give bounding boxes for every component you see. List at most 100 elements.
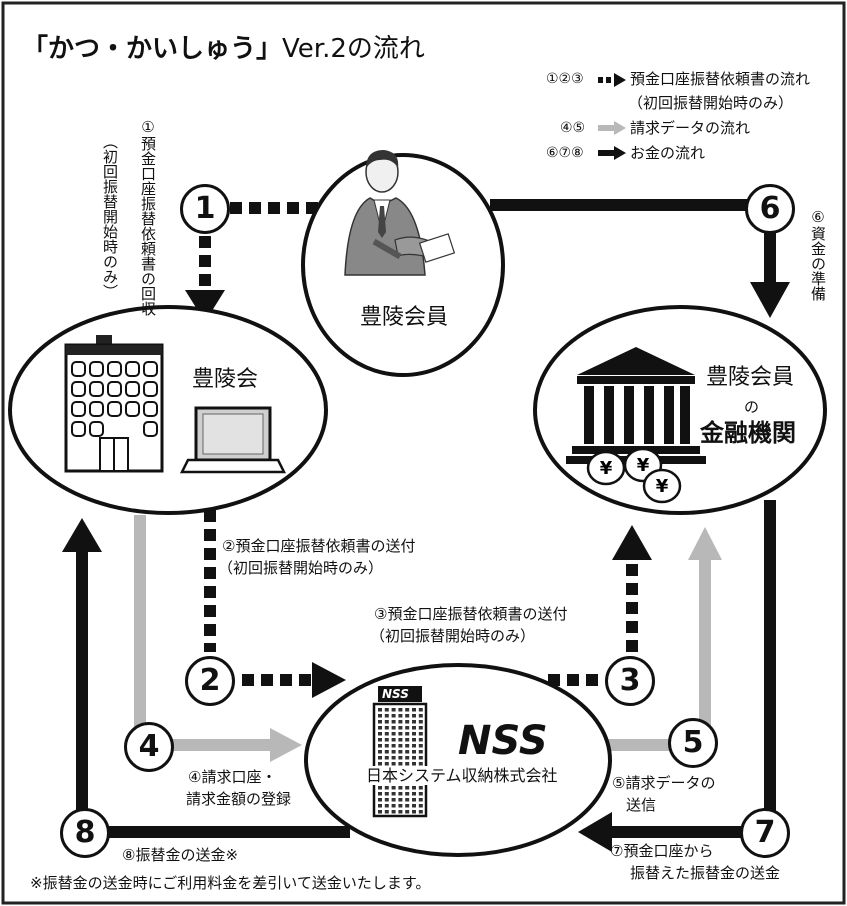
tower-window (391, 738, 396, 742)
tower-window (378, 786, 382, 790)
tower-window (418, 804, 423, 808)
legend-text-3: お金の流れ (630, 144, 706, 162)
tower-window (398, 750, 403, 754)
step-3-badge: 3 (605, 656, 655, 706)
tower-window (391, 762, 396, 766)
step-2-badge: 2 (185, 656, 235, 706)
businessman-icon (344, 150, 456, 276)
legend-sub-1: （初回振替開始時のみ） (628, 94, 794, 112)
tower-window (391, 708, 396, 712)
tower-window (378, 756, 382, 760)
tower-window (412, 786, 416, 790)
tower-window (412, 714, 416, 718)
tower-window (391, 798, 396, 802)
building-door (99, 437, 129, 472)
tower-window (391, 744, 396, 748)
svg-text:¥: ¥ (600, 458, 613, 479)
tower-window (378, 798, 382, 802)
tower-window (418, 708, 423, 712)
building-window (71, 361, 86, 377)
money-bags-icon: ¥ ¥ ¥ (586, 447, 682, 504)
legend-nums-1: ①②③ (546, 71, 584, 87)
tower-window (398, 714, 403, 718)
tower-window (412, 762, 416, 766)
tower-window (412, 810, 416, 814)
tower-window (384, 756, 389, 760)
svg-text:¥: ¥ (637, 455, 650, 476)
tower-window (412, 720, 416, 724)
tower-window (412, 804, 416, 808)
title-version: Ver.2の流れ (282, 34, 425, 64)
tower-window (378, 804, 382, 808)
legend-arrows (598, 73, 626, 160)
tower-window (378, 750, 382, 754)
tower-window (391, 720, 396, 724)
building-window (107, 361, 122, 377)
tower-window (405, 786, 410, 790)
form-flow (185, 202, 652, 698)
tower-window (398, 720, 403, 724)
tower-window (384, 726, 389, 730)
tower-window (418, 810, 423, 814)
tower-window (405, 714, 410, 718)
legend-nums-3: ⑥⑦⑧ (546, 145, 584, 161)
tower-window (412, 744, 416, 748)
title-main: 「かつ・かいしゅう」 (22, 34, 283, 64)
tower-window (405, 792, 410, 796)
tower-window (405, 732, 410, 736)
tower-window (384, 744, 389, 748)
tower-window (418, 714, 423, 718)
tower-window (378, 810, 382, 814)
tower-window (384, 720, 389, 724)
tower-window (398, 792, 403, 796)
tower-window (418, 756, 423, 760)
tower-window (405, 708, 410, 712)
tower-window (391, 804, 396, 808)
tower-window (405, 720, 410, 724)
association-ellipse (8, 305, 328, 515)
building-window (125, 361, 140, 377)
building-window (125, 381, 140, 397)
tower-window (418, 732, 423, 736)
tower-window (391, 732, 396, 736)
tower-window (391, 750, 396, 754)
step-7-badge: 7 (740, 808, 790, 858)
legend-text-1: 預金口座振替依頼書の流れ (630, 70, 811, 88)
building-window (89, 401, 104, 417)
tower-window (412, 738, 416, 742)
building-window (71, 421, 86, 437)
tower-window (391, 786, 396, 790)
step-1-badge: 1 (180, 184, 230, 234)
step7-line1: ⑦預金口座から (610, 842, 714, 860)
building-window (125, 401, 140, 417)
step3-line1: ③預金口座振替依頼書の送付 (374, 605, 568, 623)
step8-text: ⑧振替金の送金※ (122, 846, 239, 864)
tower-window (405, 750, 410, 754)
building-window (143, 381, 158, 397)
step1-text: ①預金口座振替依頼書の回収 (139, 118, 157, 316)
tower-window (418, 744, 423, 748)
tower-window (398, 732, 403, 736)
arrow-6 (750, 282, 790, 318)
building-window (71, 401, 86, 417)
tower-window (391, 726, 396, 730)
tower-window (378, 762, 382, 766)
step2-line1: ②預金口座振替依頼書の送付 (222, 537, 416, 555)
tower-window (418, 786, 423, 790)
arrow-7 (578, 812, 612, 852)
building-windows (71, 361, 158, 437)
tower-window (398, 762, 403, 766)
tower-window (378, 714, 382, 718)
bank-label-3: 金融機関 (700, 419, 796, 447)
step4-line2: 請求金額の登録 (186, 790, 292, 808)
tower-window (398, 810, 403, 814)
tower-window (378, 708, 382, 712)
step5-line1: ⑤請求データの (612, 774, 716, 792)
arrow-4 (270, 728, 302, 762)
tower-window (384, 804, 389, 808)
svg-text:¥: ¥ (656, 476, 669, 497)
tower-window (398, 708, 403, 712)
building-window (143, 361, 158, 377)
